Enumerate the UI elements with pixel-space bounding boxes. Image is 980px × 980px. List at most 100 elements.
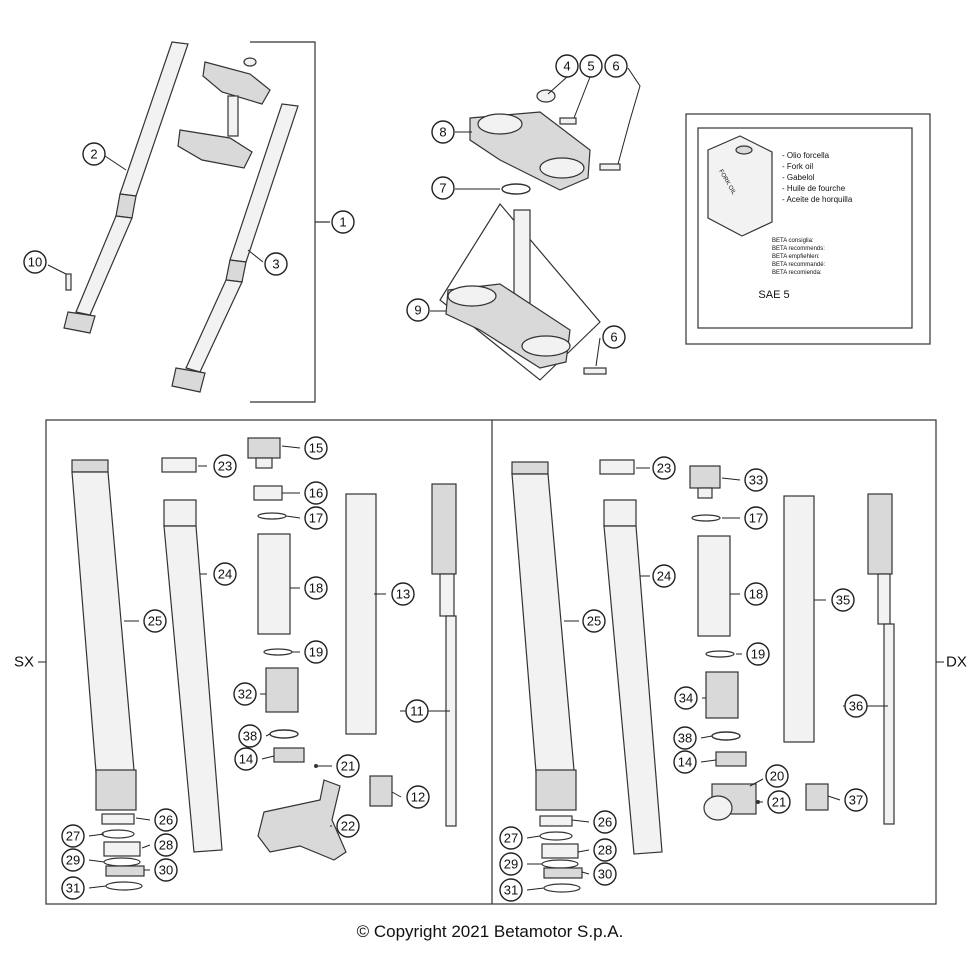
callout-35: 35 [831, 588, 855, 612]
callout-19-left: 19 [304, 640, 328, 664]
oil-line: - Olio forcella [782, 151, 830, 160]
svg-text:24: 24 [218, 567, 232, 582]
callout-33: 33 [744, 468, 768, 492]
callout-27-right: 27 [499, 826, 523, 850]
oil-text-lines: - Olio forcella - Fork oil - Gabelol - H… [782, 151, 853, 204]
svg-text:23: 23 [657, 461, 671, 476]
ring-38-left [269, 729, 299, 739]
svg-text:37: 37 [849, 793, 863, 808]
callout-11: 11 [405, 699, 429, 723]
callout-7: 7 [431, 176, 455, 200]
callout-4: 4 [555, 54, 579, 78]
callout-10: 10 [23, 250, 47, 274]
svg-text:9: 9 [414, 303, 421, 318]
fork-leg-left [63, 41, 189, 334]
callout-23-right: 23 [652, 456, 676, 480]
callout-38-right: 38 [673, 726, 697, 750]
callout-29-left: 29 [61, 848, 85, 872]
ring-38-right [711, 731, 741, 741]
pin-21-left [314, 764, 318, 768]
copyright-notice: © Copyright 2021 Betamotor S.p.A. [356, 922, 624, 941]
damper-rod-36 [867, 493, 895, 825]
ring-29-left [103, 857, 141, 867]
outer-tube-right [511, 461, 577, 811]
callout-18-left: 18 [304, 576, 328, 600]
ring-26-left [101, 813, 135, 825]
spring-right [697, 535, 731, 637]
callout-23-left: 23 [213, 454, 237, 478]
svg-text:35: 35 [836, 593, 850, 608]
assembly-bracket [250, 41, 330, 403]
svg-text:3: 3 [272, 257, 279, 272]
svg-text:31: 31 [66, 881, 80, 896]
recommend-line: BETA consiglia: [772, 238, 814, 244]
svg-text:18: 18 [749, 587, 763, 602]
svg-text:24: 24 [657, 569, 671, 584]
wiper-30-right [543, 867, 583, 879]
callout-27-left: 27 [61, 824, 85, 848]
side-label-dx: DX [946, 654, 967, 671]
svg-text:28: 28 [598, 843, 612, 858]
callout-19-right: 19 [746, 642, 770, 666]
recommend-line: BETA recomienda: [772, 270, 822, 276]
oil-recommend-lines: BETA consiglia: BETA recommends: BETA em… [772, 238, 826, 276]
svg-text:11: 11 [410, 704, 424, 719]
callout-9: 9 [406, 298, 430, 322]
callout-1: 1 [331, 210, 355, 234]
svg-text:1: 1 [339, 215, 346, 230]
oil-line: - Aceite de horquilla [782, 195, 853, 204]
callout-25-right: 25 [582, 609, 606, 633]
svg-text:19: 19 [309, 645, 323, 660]
svg-text:15: 15 [309, 441, 323, 456]
callout-6-lower: 6 [602, 325, 626, 349]
recommend-line: BETA empfiehlen: [772, 254, 820, 260]
svg-text:27: 27 [66, 829, 80, 844]
callout-36: 36 [844, 694, 868, 718]
callout-3: 3 [264, 252, 288, 276]
fork-leg-right [171, 103, 299, 393]
callout-28-left: 28 [154, 833, 178, 857]
spring-left [257, 533, 291, 635]
wiper-30-left [105, 865, 145, 877]
callout-37: 37 [844, 788, 868, 812]
callout-leaders [47, 67, 888, 891]
bolt-small [65, 273, 72, 291]
callout-15: 15 [304, 436, 328, 460]
oil-line: - Fork oil [782, 162, 813, 171]
svg-text:22: 22 [341, 819, 355, 834]
svg-text:19: 19 [751, 647, 765, 662]
svg-text:16: 16 [309, 486, 323, 501]
inner-tube-right [603, 499, 663, 855]
seal-28-left [103, 841, 141, 857]
svg-text:30: 30 [159, 863, 173, 878]
svg-text:6: 6 [612, 59, 619, 74]
callout-13: 13 [391, 582, 415, 606]
valve-37 [805, 783, 829, 811]
svg-text:14: 14 [239, 752, 253, 767]
bushing-14-left [273, 747, 305, 763]
bushing-right [599, 459, 635, 475]
svg-text:12: 12 [411, 790, 425, 805]
svg-text:25: 25 [148, 614, 162, 629]
recommend-line: BETA recommends: [772, 246, 825, 252]
foot-left [257, 779, 347, 861]
side-label-sx: SX [14, 654, 34, 671]
inner-tube-left [163, 499, 223, 853]
seal-28-right [541, 843, 579, 859]
callout-30-left: 30 [154, 858, 178, 882]
svg-text:29: 29 [504, 857, 518, 872]
damper-rod-11 [431, 483, 457, 827]
svg-text:25: 25 [587, 614, 601, 629]
ring-19-right [705, 650, 735, 658]
svg-text:26: 26 [598, 815, 612, 830]
svg-text:21: 21 [341, 759, 355, 774]
oil-grade: SAE 5 [758, 289, 789, 301]
svg-text:18: 18 [309, 581, 323, 596]
ring-19-left [263, 648, 293, 656]
callout-22: 22 [336, 814, 360, 838]
pin-21-right [756, 800, 760, 804]
cap-33-right [689, 465, 721, 499]
callout-6-upper: 6 [604, 54, 628, 78]
callout-8: 8 [431, 120, 455, 144]
svg-text:8: 8 [439, 125, 446, 140]
